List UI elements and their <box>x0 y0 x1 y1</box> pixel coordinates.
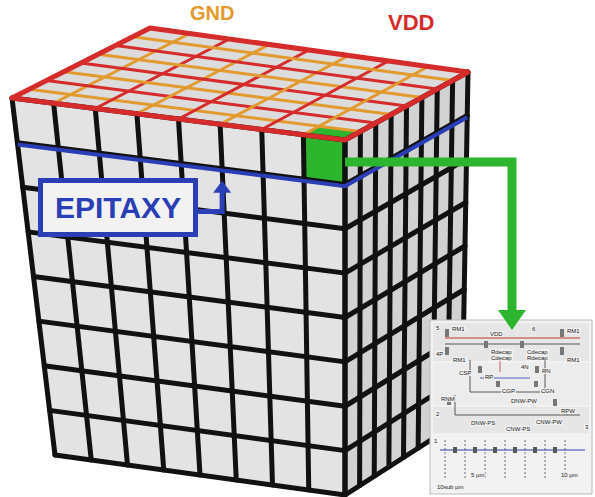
schematic-label: 2 <box>435 411 440 417</box>
schematic-label: 10sub µm <box>436 484 464 490</box>
epitaxy-arrowhead <box>213 181 231 193</box>
grid-line <box>50 410 345 450</box>
schematic-label: DNW-PW <box>510 398 538 404</box>
schematic-label: RN <box>541 368 552 374</box>
power-grid-line <box>220 56 349 125</box>
grid-line <box>262 130 273 486</box>
schematic-label: RM1 <box>566 357 581 363</box>
schematic-label: 6 <box>531 326 536 332</box>
schematic-label: RM1 <box>566 328 581 334</box>
schematic-label: Rdecap <box>526 355 549 361</box>
schematic-label: 3 <box>584 424 589 430</box>
power-grid-line <box>116 46 438 90</box>
schematic-label: CGN <box>540 388 555 394</box>
epitaxy-line <box>18 117 468 186</box>
schematic-label: CNW-PS <box>505 426 531 432</box>
grid-line <box>418 98 422 449</box>
epitaxy-pointer <box>198 191 222 212</box>
grid-line <box>220 124 236 480</box>
schematic-label: Cdecap <box>490 355 513 361</box>
schematic-label: RNM <box>440 396 456 402</box>
schematic-label: CNW-PW <box>535 419 563 425</box>
highlight-cell <box>303 135 345 185</box>
schematic-label: RPW <box>560 408 576 414</box>
green-arrowhead <box>498 310 526 330</box>
schematic-label: CSP <box>458 370 472 376</box>
power-label: VDD <box>388 12 434 34</box>
schematic-label: 4N <box>520 364 530 370</box>
top-face <box>12 28 468 140</box>
grid-line <box>55 455 345 495</box>
grid-line <box>39 321 345 362</box>
schematic-label: 1 <box>433 438 438 444</box>
power-grid-line <box>133 37 453 81</box>
power-grid-line <box>303 67 428 135</box>
grid-line <box>44 366 345 407</box>
schematic-label: CGP <box>501 388 516 394</box>
power-grid-line <box>262 61 389 130</box>
schematic-label: 10 µm <box>560 472 579 478</box>
grid-line <box>303 135 308 490</box>
schematic-label: 4P <box>435 351 444 357</box>
grid-line <box>34 277 346 318</box>
schematic-label: 5 <box>435 325 440 331</box>
green-arrow <box>345 162 512 312</box>
power-grid-line <box>81 63 407 106</box>
front-face <box>12 98 345 495</box>
schematic-label: RM1 <box>452 357 467 363</box>
epitaxy-box: EPITAXY <box>38 178 198 237</box>
schematic-label: VDD <box>489 331 504 337</box>
schematic-label: RP <box>484 374 494 380</box>
schematic-label: DNW-PS <box>470 420 496 426</box>
schematic-label: 5 µm <box>470 472 485 478</box>
epitaxy-label: EPITAXY <box>55 191 181 224</box>
power-label: GND <box>190 3 234 23</box>
top-edge <box>12 28 468 140</box>
schematic-label: RM1 <box>451 326 466 332</box>
